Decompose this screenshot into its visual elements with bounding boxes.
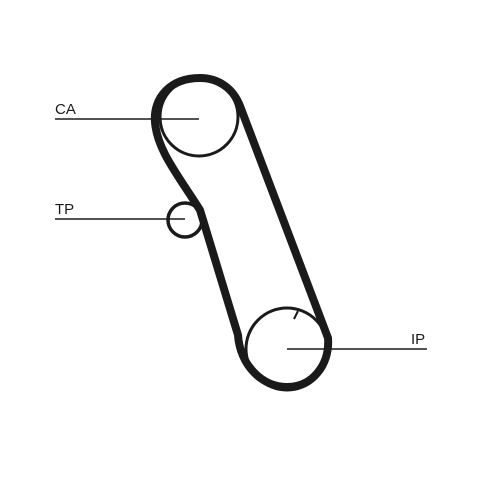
tensioner-label: TP bbox=[55, 201, 74, 218]
crankshaft-timing-mark bbox=[293, 310, 299, 320]
tensioner-pulley bbox=[166, 201, 204, 239]
timing-belt bbox=[150, 74, 333, 391]
crankshaft-label: IP bbox=[411, 331, 425, 348]
camshaft-pulley bbox=[158, 76, 240, 158]
camshaft-label: CA bbox=[55, 101, 76, 118]
